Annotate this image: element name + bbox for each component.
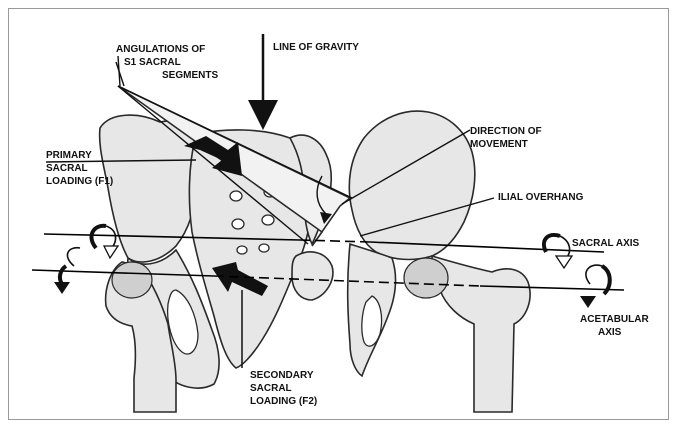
sacral-foramen-4 [262, 215, 274, 225]
label-primary-line3: LOADING (F1) [46, 176, 113, 187]
label-acetabular-line1: ACETABULAR [580, 314, 649, 325]
rotation-arrow-sacral-right [544, 235, 572, 268]
sacral-foramen-3 [232, 219, 244, 229]
label-angulations-line3: SEGMENTS [162, 70, 218, 81]
sacral-foramen-6 [259, 244, 269, 252]
gravity-arrowhead [248, 100, 278, 130]
label-line-of-gravity: LINE OF GRAVITY [273, 42, 359, 53]
angulation-leader [118, 56, 120, 86]
label-primary-line1: PRIMARY [46, 150, 92, 161]
right-femoral-head [404, 258, 448, 298]
rotation-arrow-acetabular-right [580, 265, 610, 308]
right-ilium [349, 111, 475, 259]
label-direction-line1: DIRECTION OF [470, 126, 542, 137]
right-pelvis-illustration [348, 111, 530, 412]
sacral-foramen-5 [237, 246, 247, 254]
rotation-arrow-sacral-left [91, 226, 118, 258]
label-primary-line2: SACRAL [46, 163, 88, 174]
left-femoral-head [112, 262, 152, 298]
label-ilial-overhang: ILIAL OVERHANG [498, 192, 584, 203]
left-pelvis-hip-socket [292, 252, 333, 300]
label-secondary-line2: SACRAL [250, 383, 292, 394]
label-angulations-line1: ANGULATIONS OF [116, 44, 205, 55]
sacral-foramen-1 [230, 191, 242, 201]
label-secondary-line1: SECONDARY [250, 370, 314, 381]
label-sacral-axis: SACRAL AXIS [572, 238, 640, 249]
right-obturator [362, 296, 382, 346]
left-pelvis-illustration [100, 115, 333, 412]
label-angulations-line2: S1 SACRAL [124, 57, 181, 68]
label-direction-line2: MOVEMENT [470, 139, 528, 150]
label-acetabular-line2: AXIS [598, 327, 622, 338]
label-secondary-line3: LOADING (F2) [250, 396, 317, 407]
